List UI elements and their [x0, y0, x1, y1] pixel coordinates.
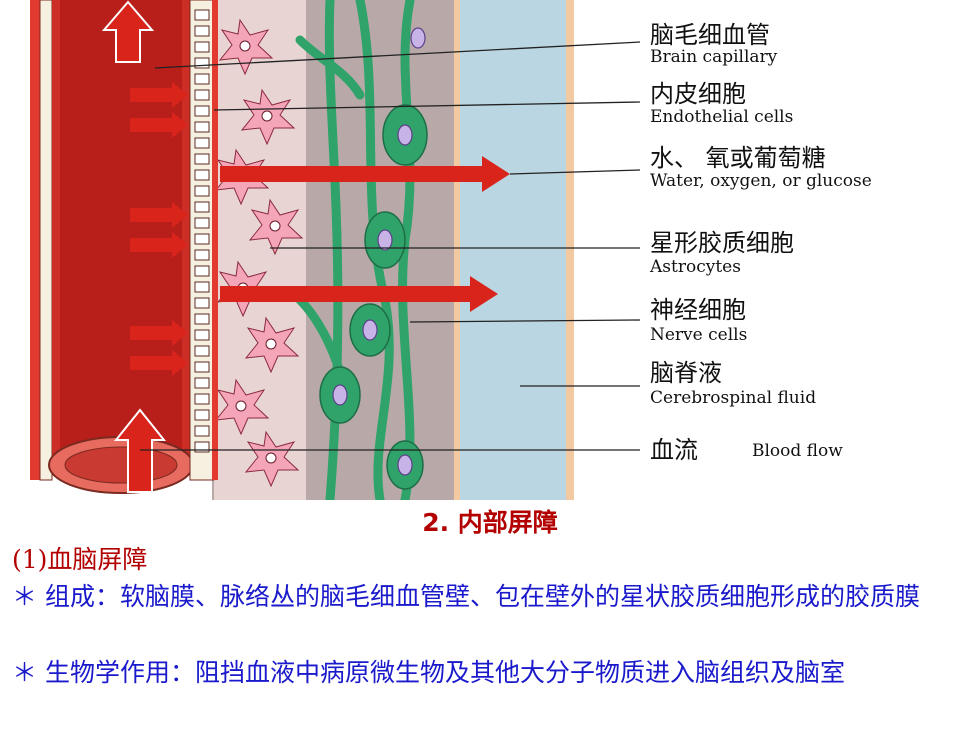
blood-flow-arrow-top: [101, 0, 155, 63]
endothelial-cells: [194, 9, 210, 453]
diagram-labels: 脑毛细血管 Brain capillary 内皮细胞 Endothelial c…: [649, 21, 872, 464]
label-brain-capillary-en: Brain capillary: [650, 47, 778, 67]
function-paragraph: ＊ 生物学作用：阻挡血液中病原微生物及其他大分子物质进入脑组织及脑室: [12, 658, 845, 687]
composition-paragraph: ＊ 组成：软脑膜、脉络丛的脑毛细血管壁、包在壁外的星状胶质细胞形成的胶质膜: [12, 582, 920, 611]
water-oxygen-glucose-arrow: [220, 156, 510, 192]
astrocyte-layer: [214, 0, 306, 500]
csf-border-left: [452, 0, 460, 500]
blood-brain-barrier-diagram: 脑毛细血管 Brain capillary 内皮细胞 Endothelial c…: [30, 0, 872, 500]
transport-arrows: [220, 156, 510, 312]
label-water-zh: 水、 氧或葡萄糖: [650, 144, 826, 172]
sub-heading: (1)血脑屏障: [12, 545, 148, 574]
label-nerve-en: Nerve cells: [650, 325, 747, 345]
diffusion-arrows-inner: [130, 82, 188, 376]
label-astrocytes-en: Astrocytes: [649, 257, 741, 277]
label-water-en: Water, oxygen, or glucose: [650, 171, 872, 191]
csf-border-right: [566, 0, 574, 500]
label-csf-zh: 脑脊液: [650, 359, 722, 387]
label-endothelial-en: Endothelial cells: [650, 107, 793, 127]
section-heading: 2. 内部屏障: [422, 508, 558, 537]
blood-flow-arrow-bottom: [113, 408, 167, 493]
label-csf-en: Cerebrospinal fluid: [650, 388, 816, 408]
label-astrocytes-zh: 星形胶质细胞: [650, 229, 794, 257]
transport-arrow-lower: [220, 276, 498, 312]
blood-flow-arrows: [101, 0, 167, 493]
label-brain-capillary-zh: 脑毛细血管: [650, 21, 770, 49]
label-blood-flow-en: Blood flow: [752, 441, 843, 461]
label-endothelial-zh: 内皮细胞: [650, 80, 746, 108]
label-nerve-zh: 神经细胞: [650, 296, 746, 324]
csf-band: [458, 0, 568, 500]
label-blood-flow-zh: 血流: [650, 436, 698, 464]
